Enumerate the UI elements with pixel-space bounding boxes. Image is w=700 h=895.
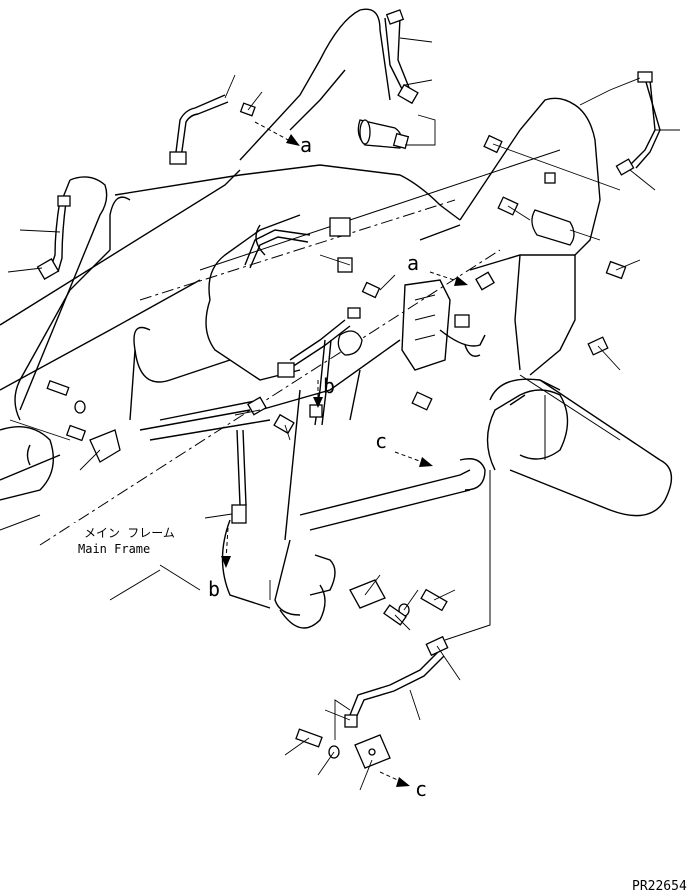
main-frame-label: メイン フレーム Main Frame (70, 523, 180, 559)
ref-label-a-mid: a (407, 251, 419, 275)
fittings (36, 9, 653, 769)
ref-label-c-low: c (415, 777, 427, 801)
ref-label-b-mid: b (323, 374, 335, 398)
reference-labels: a a b c b c (208, 133, 427, 801)
arrows (221, 121, 468, 787)
pipe-lines (49, 12, 661, 719)
ref-label-a-top: a (300, 133, 312, 157)
main-frame-label-jp: メイン フレーム (84, 526, 175, 540)
main-frame-outline (0, 8, 673, 629)
main-frame-label-en: Main Frame (78, 542, 150, 556)
ref-label-c-mid: c (375, 429, 387, 453)
ref-label-b-low: b (208, 577, 220, 601)
drawing-number: PR22654 (632, 879, 687, 894)
leader-lines (7, 37, 680, 791)
